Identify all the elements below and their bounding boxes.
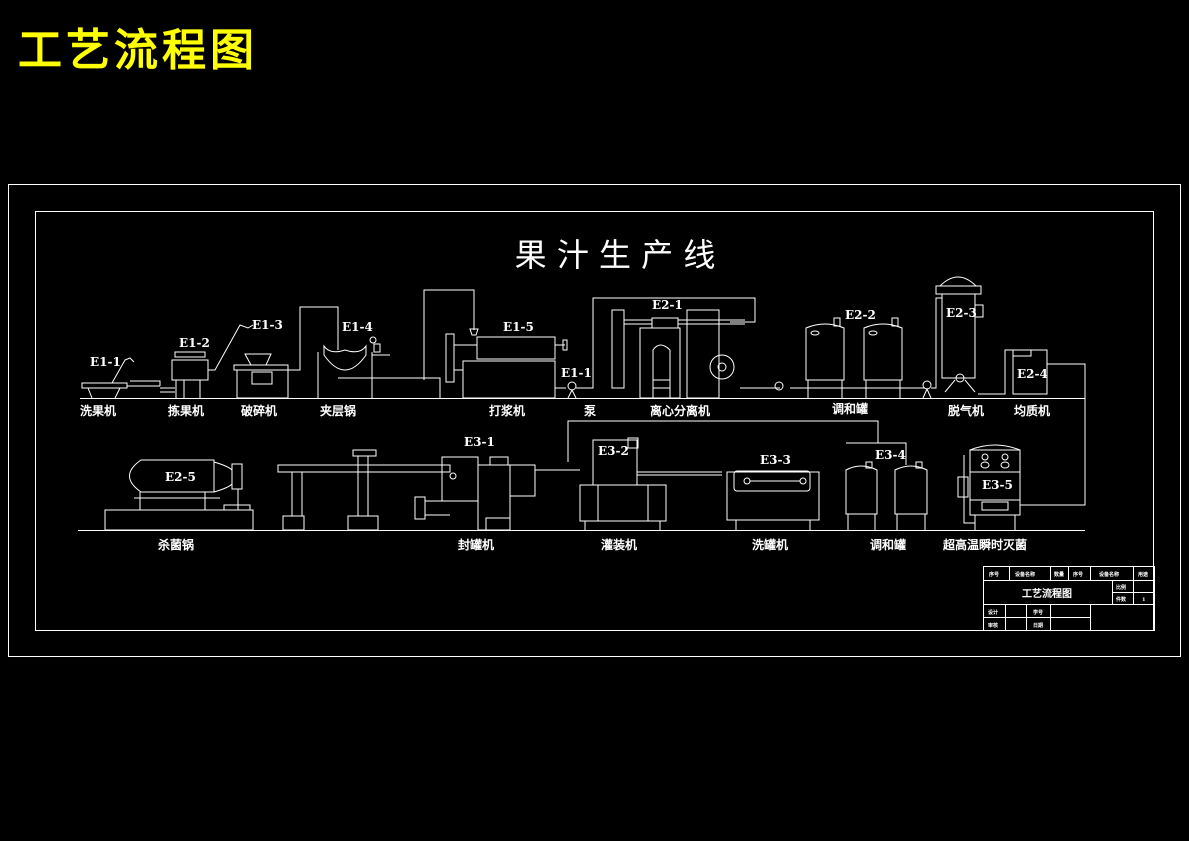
title-block: 序号 设备名称 数量 序号 设备名称 用途 工艺流程图 比例 件数 1 设计 学… — [983, 566, 1155, 631]
centrifuge-e2-1 — [611, 309, 784, 399]
label-washer: 洗果机 — [80, 403, 116, 418]
tag-e2-4: E2-4 — [1017, 367, 1048, 381]
outer-frame — [8, 184, 1181, 657]
tb-header-4: 序号 — [1072, 571, 1083, 578]
pump-e1-1 — [555, 297, 756, 399]
tb-drawing-name: 工艺流程图 — [1022, 587, 1072, 600]
tag-e3-1: E3-1 — [464, 435, 495, 449]
homogenizer-e2-4 — [1012, 349, 1086, 506]
tb-header-5: 设备名称 — [1099, 571, 1119, 578]
label-sterilizer: 杀菌锅 — [158, 537, 194, 552]
tag-e2-1: E2-1 — [652, 298, 683, 312]
page-title: 工艺流程图 — [18, 25, 258, 76]
label-can-seamer: 封罐机 — [458, 537, 494, 552]
label-kettle: 夹层锅 — [320, 403, 356, 418]
tag-e1-5: E1-5 — [503, 320, 534, 334]
label-filler: 灌装机 — [600, 537, 637, 552]
deaerator-e2-3 — [935, 276, 1013, 395]
inner-frame — [35, 211, 1154, 631]
tb-scale-label: 比例 — [1116, 584, 1126, 591]
tag-e3-5: E3-5 — [982, 478, 1013, 492]
tag-e3-4: E3-4 — [875, 448, 906, 462]
tb-date-label: 日期 — [1033, 622, 1043, 629]
tb-count-value: 1 — [1142, 597, 1145, 603]
pipe-loop-top — [567, 420, 879, 462]
label-pulper: 打浆机 — [489, 403, 525, 418]
blending-tanks-e2-2 — [790, 297, 942, 399]
sorter-e1-2 — [160, 324, 254, 398]
tb-student-no-label: 学号 — [1033, 609, 1043, 616]
label-centrifuge: 离心分离机 — [650, 403, 710, 418]
tag-e2-3: E2-3 — [946, 306, 977, 320]
diagram-heading: 果 汁 生 产 线 — [515, 236, 716, 274]
tag-e3-3: E3-3 — [760, 453, 791, 467]
tb-header-6: 用途 — [1137, 571, 1149, 578]
crusher-e1-3 — [233, 306, 339, 399]
row2-labels: E2-5 杀菌锅 E3-1 封罐机 E3-2 灌装机 E3-3 洗罐机 E3-4… — [158, 435, 1027, 552]
tb-count-label: 件数 — [1116, 596, 1127, 603]
conveyor-frame — [277, 449, 451, 531]
tag-e2-2: E2-2 — [845, 308, 876, 322]
tag-e1-1: E1-1 — [90, 355, 121, 369]
pulper-e1-5 — [445, 328, 568, 399]
tb-header-2: 设备名称 — [1015, 571, 1035, 578]
label-uht-sterilizer: 超高温瞬时灭菌 — [942, 537, 1027, 552]
uht-sterilizer-e3-5 — [957, 444, 1021, 530]
label-deaerator: 脱气机 — [948, 403, 984, 418]
label-blending-tank-2: 调和罐 — [870, 537, 906, 552]
label-crusher: 破碎机 — [241, 403, 277, 418]
tb-designer-label: 设计 — [988, 609, 998, 616]
pipe-kettle-to-pulper — [423, 289, 475, 380]
jacketed-kettle-e1-4 — [317, 336, 441, 398]
label-can-washer: 洗罐机 — [752, 537, 788, 552]
label-sorter: 拣果机 — [168, 403, 204, 418]
washer-e1-1 — [81, 357, 161, 399]
blending-tanks-e3-4 — [845, 442, 928, 530]
label-blending-tank: 调和罐 — [832, 401, 868, 416]
sterilizer-e2-5 — [104, 459, 254, 531]
filler-e3-2 — [579, 437, 722, 530]
tag-pump: E1-1 — [561, 366, 592, 380]
tb-header-3: 数量 — [1054, 571, 1064, 578]
tag-e1-3: E1-3 — [252, 318, 283, 332]
can-seamer-e3-1 — [414, 456, 580, 531]
tag-e2-5: E2-5 — [165, 470, 196, 484]
label-homogenizer: 均质机 — [1014, 403, 1050, 418]
tag-e1-2: E1-2 — [179, 336, 210, 350]
tb-header-1: 序号 — [988, 571, 999, 578]
row1-labels: E1-1 洗果机 E1-2 拣果机 E1-3 破碎机 E1-4 夹层锅 E1-5… — [80, 298, 1050, 418]
label-pump: 泵 — [584, 404, 596, 418]
tag-e3-2: E3-2 — [598, 444, 629, 458]
tb-reviewer-label: 审核 — [988, 622, 998, 629]
can-washer-e3-3 — [726, 470, 820, 530]
tag-e1-4: E1-4 — [342, 320, 373, 334]
